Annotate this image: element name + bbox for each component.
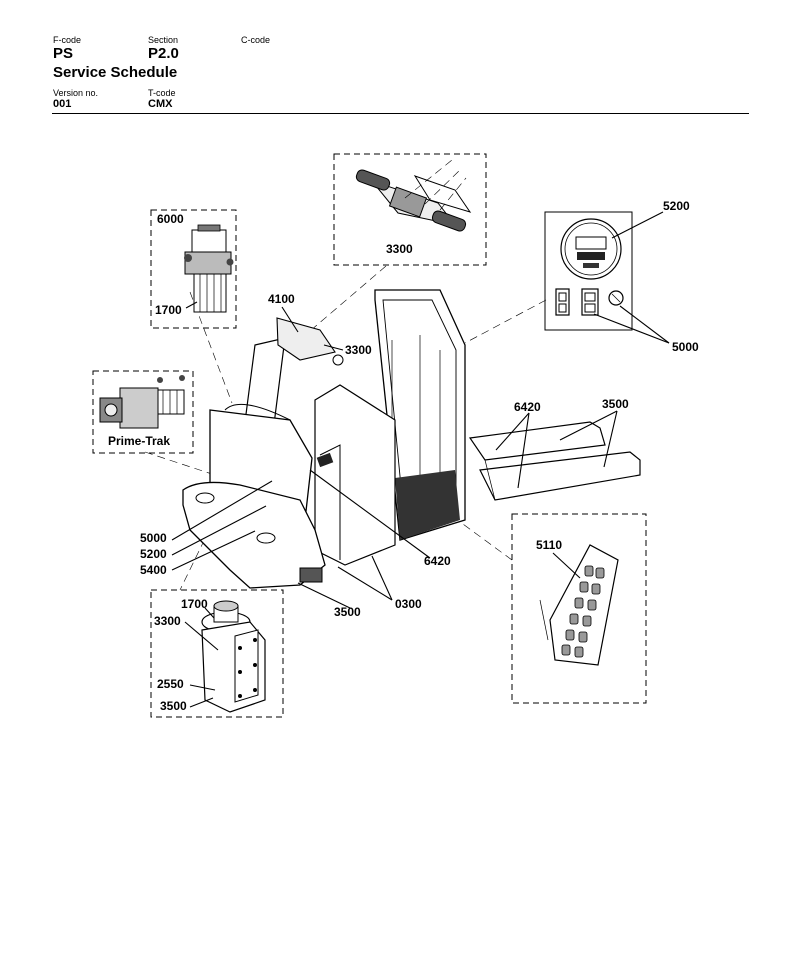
handle-detail-box bbox=[333, 153, 487, 266]
callout-roller-box: 5110 bbox=[536, 538, 562, 552]
drive-motor-detail-box bbox=[92, 370, 194, 454]
fcode-value: PS bbox=[53, 45, 74, 62]
callout-wheel-box-mid: 3300 bbox=[154, 614, 181, 628]
callout-pump-top: 6000 bbox=[157, 212, 184, 226]
control-display-icon bbox=[555, 218, 624, 316]
display-panel-box bbox=[544, 211, 633, 331]
document-title: Service Schedule bbox=[53, 64, 178, 81]
fcode-label: F-code bbox=[53, 35, 82, 45]
ccode-label: C-code bbox=[241, 35, 271, 45]
callout-wheel-box-b: 3500 bbox=[160, 699, 187, 713]
hydraulic-pump-icon bbox=[184, 224, 234, 313]
callout-display-bottom: 5000 bbox=[672, 340, 699, 354]
drive-motor-icon bbox=[99, 375, 185, 429]
section-label: Section bbox=[148, 35, 179, 45]
callout-tiller-head: 3300 bbox=[345, 343, 372, 357]
callout-pump-bottom: 1700 bbox=[155, 303, 182, 317]
callout-forks-left: 6420 bbox=[514, 400, 541, 414]
callout-forks-right: 3500 bbox=[602, 397, 629, 411]
pump-detail-box bbox=[150, 209, 237, 329]
callout-base-left: 3500 bbox=[334, 605, 361, 619]
callout-body-c: 5400 bbox=[140, 563, 167, 577]
drive-wheel-icon bbox=[201, 600, 266, 713]
tiller-handle-icon bbox=[355, 159, 472, 232]
callout-tiller-arm: 4100 bbox=[268, 292, 295, 306]
load-roller-icon bbox=[539, 544, 619, 666]
tcode-label: T-code bbox=[148, 88, 176, 98]
callout-wheel-box-a: 2550 bbox=[157, 677, 184, 691]
tcode-value: CMX bbox=[148, 98, 173, 110]
version-value: 001 bbox=[53, 98, 72, 110]
callout-drive-motor: Prime-Trak bbox=[108, 434, 170, 448]
pallet-truck-body bbox=[182, 289, 641, 589]
callout-body-b: 5200 bbox=[140, 547, 167, 561]
callout-handle-box: 3300 bbox=[386, 242, 413, 256]
callout-body-a: 5000 bbox=[140, 531, 167, 545]
version-label: Version no. bbox=[53, 88, 99, 98]
wheel-detail-box bbox=[150, 589, 284, 718]
callout-center-panel: 6420 bbox=[424, 554, 451, 568]
callout-display-top: 5200 bbox=[663, 199, 690, 213]
header-rule bbox=[52, 113, 749, 114]
callout-wheel-box-top: 1700 bbox=[181, 597, 208, 611]
callout-base-right: 0300 bbox=[395, 597, 422, 611]
roller-detail-box bbox=[511, 513, 647, 704]
section-value: P2.0 bbox=[148, 45, 179, 62]
